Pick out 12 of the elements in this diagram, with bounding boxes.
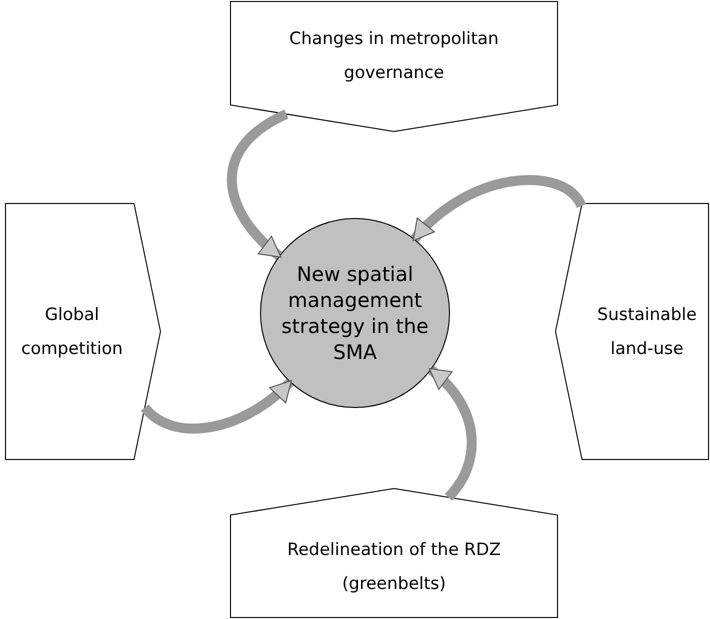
- node-text: Redelineation of the RDZ (greenbelts): [286, 539, 502, 596]
- node-text: New spatial management strategy in the SMA: [280, 261, 430, 365]
- node-text: Global competition: [20, 304, 124, 360]
- factor-pentagon: [5, 203, 161, 460]
- curved-arrow: [428, 366, 477, 501]
- curved-arrow: [141, 378, 294, 434]
- node-text: Sustainable land-use: [596, 304, 698, 360]
- factor-pentagon: [555, 203, 709, 460]
- factor-pentagon: [230, 1, 558, 132]
- curved-arrow: [227, 110, 289, 260]
- node-text: Changes in metropolitan governance: [288, 28, 500, 84]
- factor-pentagon: [230, 488, 558, 618]
